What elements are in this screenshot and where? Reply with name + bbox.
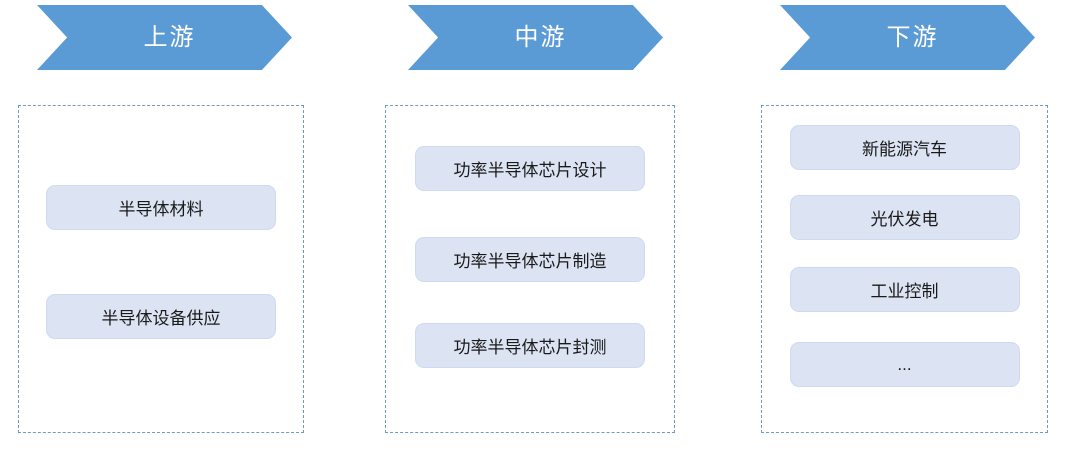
downstream-panel: 新能源汽车 光伏发电 工业控制 ...: [761, 105, 1048, 433]
stage-label-downstream: 下游: [886, 23, 939, 51]
chain-item-semiconductor-equipment-supply: 半导体设备供应: [46, 294, 276, 339]
midstream-panel: 功率半导体芯片设计 功率半导体芯片制造 功率半导体芯片封测: [385, 105, 675, 433]
chain-item-industrial-control: 工业控制: [789, 267, 1020, 312]
chain-item-semiconductor-materials: 半导体材料: [46, 185, 276, 230]
stage-label-midstream: 中游: [514, 23, 567, 51]
stage-arrow-downstream: 下游: [780, 5, 1035, 70]
chain-item-power-chip-manufacturing: 功率半导体芯片制造: [415, 237, 645, 282]
upstream-panel: 半导体材料 半导体设备供应: [18, 105, 304, 433]
chain-item-power-chip-packaging-testing: 功率半导体芯片封测: [415, 323, 645, 368]
chain-item-new-energy-vehicles: 新能源汽车: [789, 125, 1020, 170]
stage-arrow-upstream: 上游: [37, 5, 292, 70]
chain-item-ellipsis: ...: [789, 342, 1020, 387]
chain-item-power-chip-design: 功率半导体芯片设计: [415, 146, 645, 191]
chain-item-photovoltaic-power: 光伏发电: [789, 195, 1020, 240]
stage-label-upstream: 上游: [143, 23, 196, 51]
stage-arrow-midstream: 中游: [408, 5, 663, 70]
